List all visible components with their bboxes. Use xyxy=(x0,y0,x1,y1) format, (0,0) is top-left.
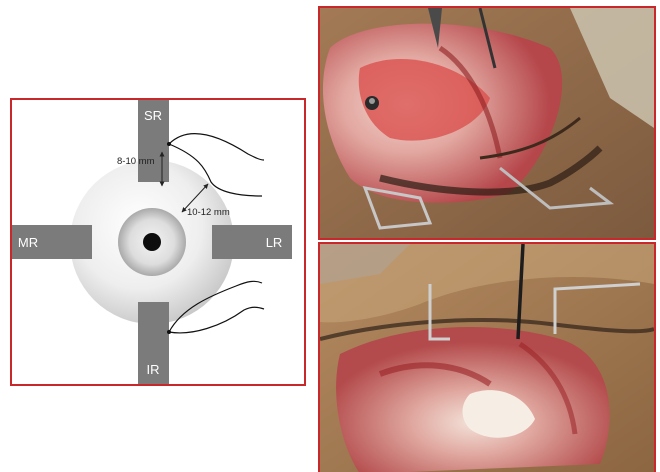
insertion-distance-label: 8-10 mm xyxy=(117,156,155,167)
surgical-photo-bottom-image xyxy=(320,244,654,472)
lateral-rectus-label: LR xyxy=(266,235,283,250)
surgical-photo-bottom xyxy=(318,242,656,472)
eye-muscle-diagram: SR IR MR LR 8-10 mm 10-12 mm xyxy=(12,100,304,384)
surgical-photo-top-image xyxy=(320,8,654,238)
lower-suture-knot xyxy=(167,330,171,334)
medial-rectus-label: MR xyxy=(18,235,38,250)
surgical-photo-top xyxy=(318,6,656,240)
upper-suture-knot xyxy=(167,142,171,146)
pupil xyxy=(143,233,161,251)
upper-suture-thread xyxy=(169,134,264,160)
limbus-distance-label: 10-12 mm xyxy=(187,207,230,218)
eye-muscle-diagram-panel: SR IR MR LR 8-10 mm 10-12 mm xyxy=(10,98,306,386)
superior-rectus-label: SR xyxy=(144,108,162,123)
inferior-rectus-label: IR xyxy=(147,362,160,377)
